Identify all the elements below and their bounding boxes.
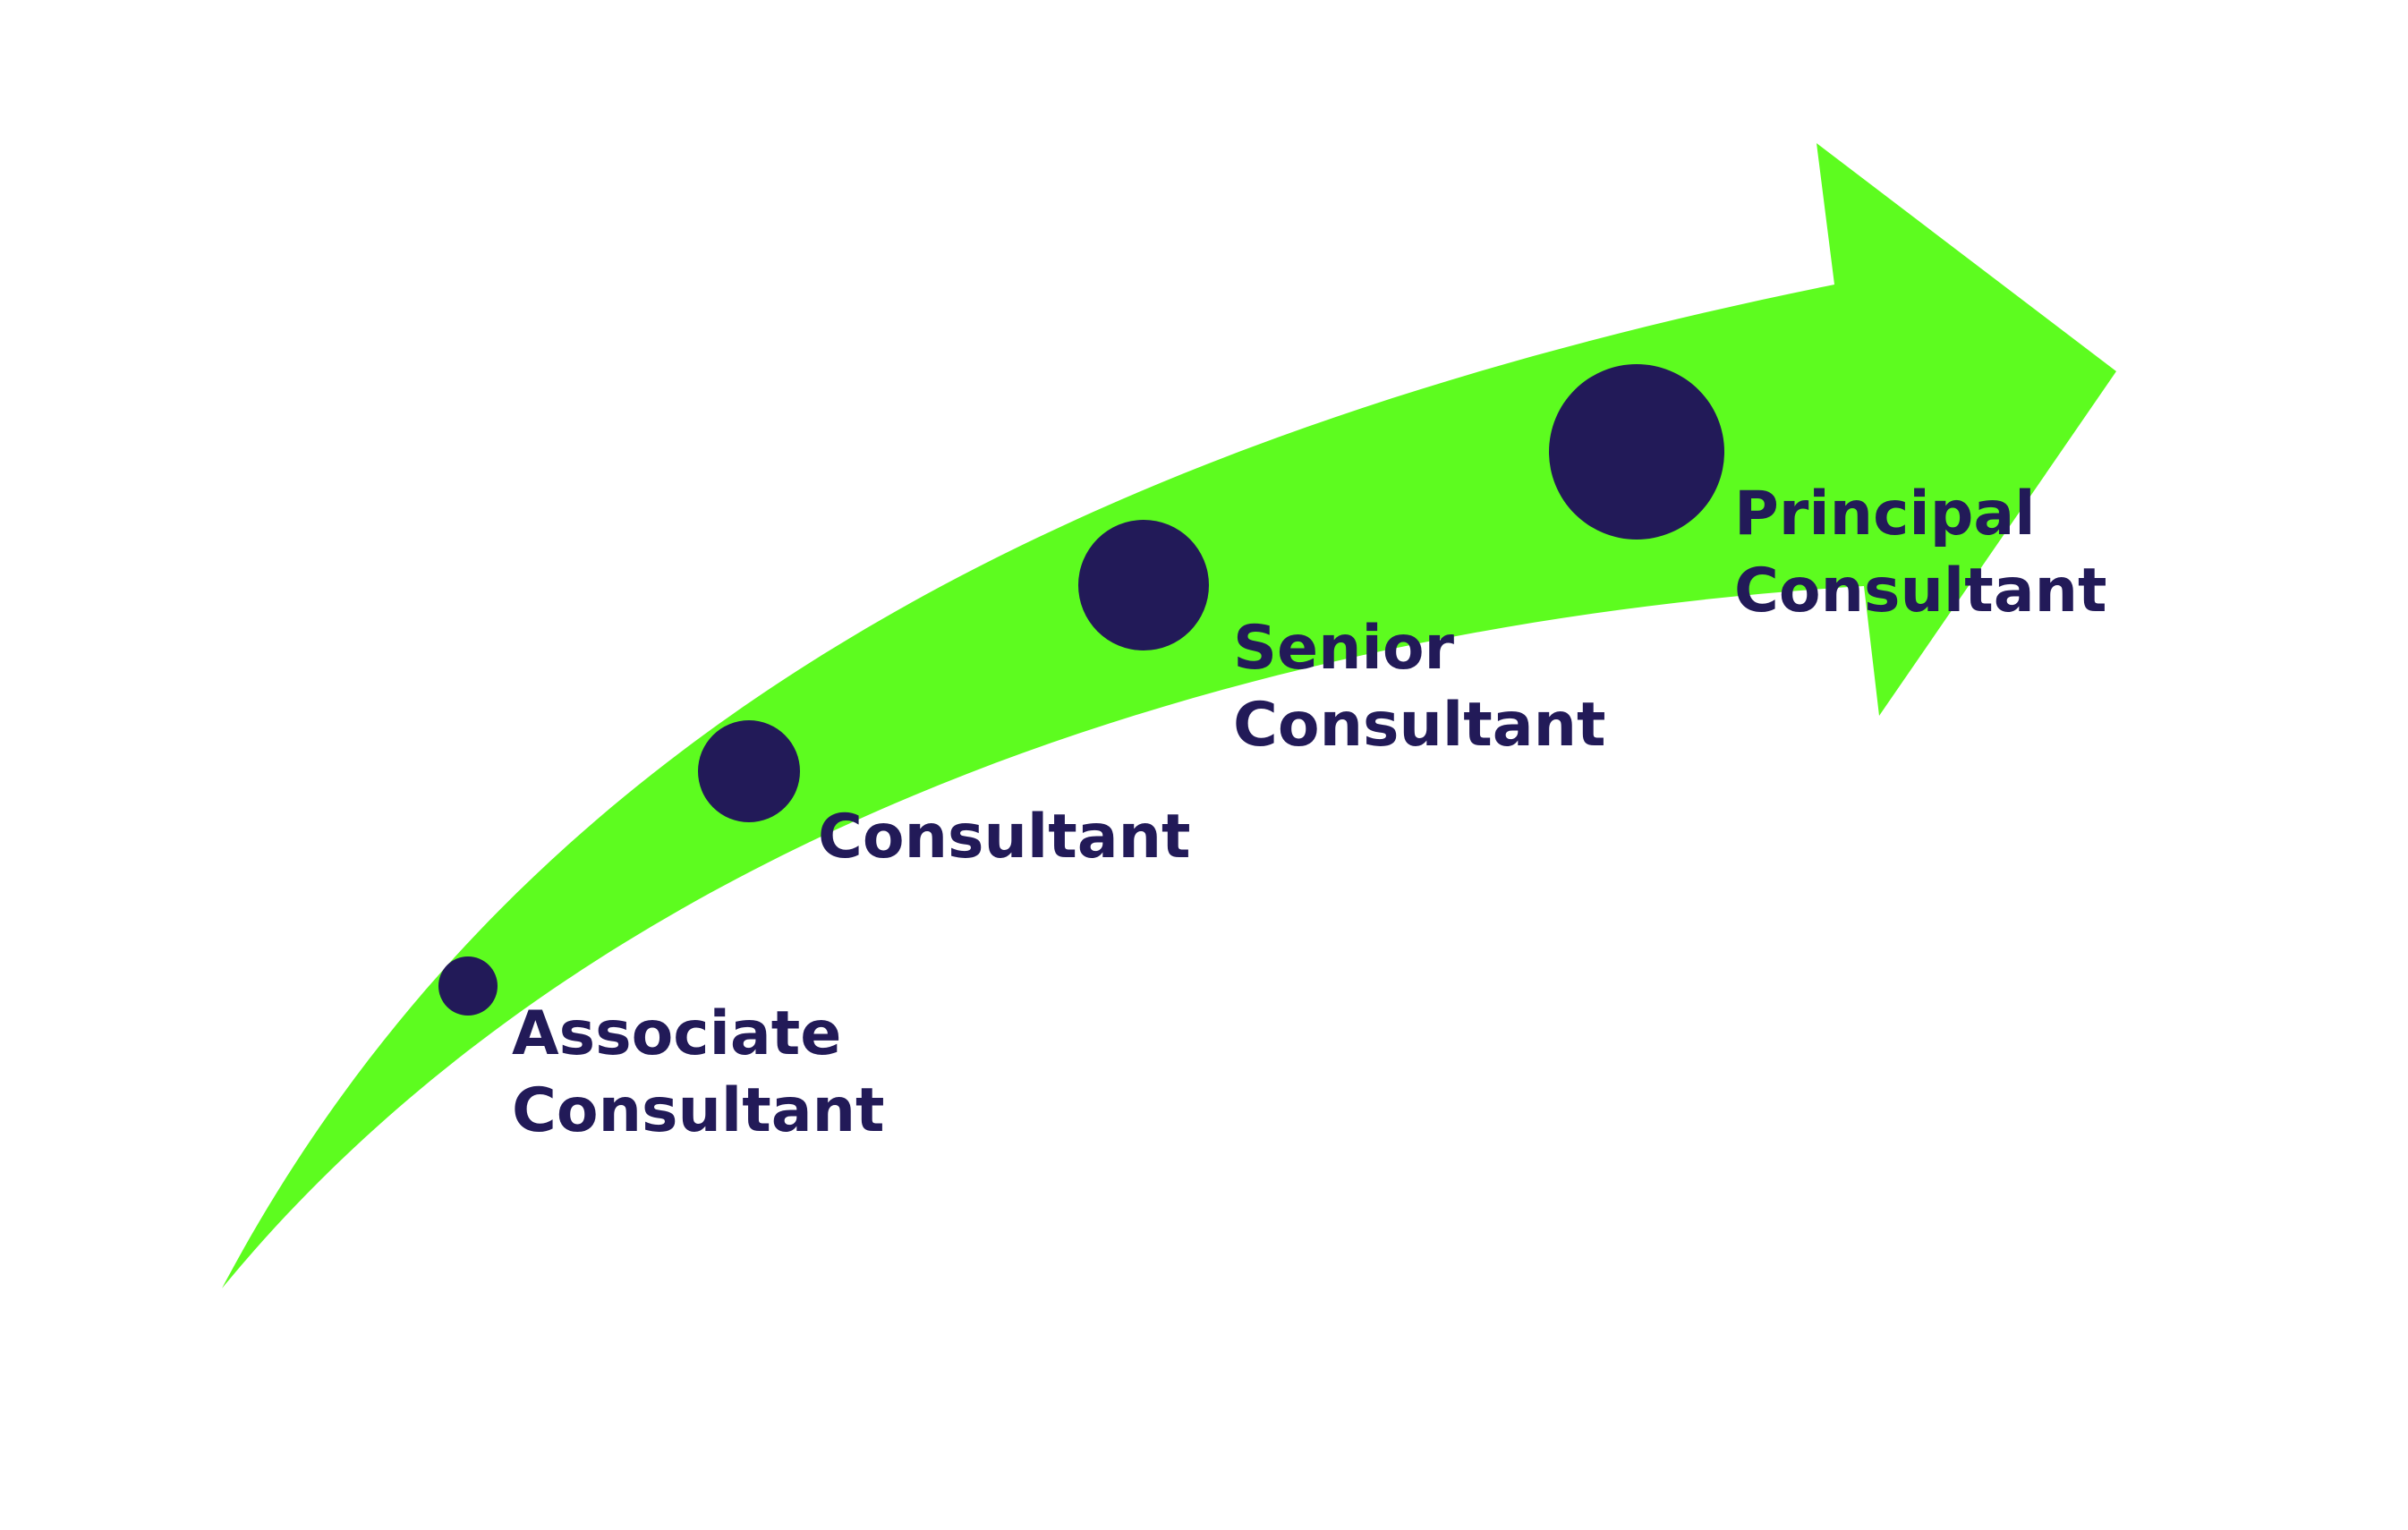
stage-label-line1: Principal [1734,479,2036,549]
stage-marker-associate-consultant [438,956,498,1016]
stage-label-line2: Consultant [1734,556,2107,626]
stage-label-line2: Consultant [1233,690,1606,761]
stage-label-associate-consultant: Associate Consultant [512,996,885,1150]
stage-label-line2: Consultant [818,802,1191,872]
stage-label-line1: Senior [1233,613,1455,684]
stage-label-principal-consultant: Principal Consultant [1734,476,2107,630]
stage-label-senior-consultant: Senior Consultant [1233,610,1606,764]
stage-label-line2: Consultant [512,1075,885,1146]
growth-arrow [222,143,2116,1288]
stage-marker-consultant [698,720,800,822]
stage-marker-senior-consultant [1078,520,1209,650]
stage-marker-principal-consultant [1549,364,1724,540]
stage-label-line1: Associate [512,999,842,1069]
stage-label-consultant: Consultant [818,799,1191,876]
